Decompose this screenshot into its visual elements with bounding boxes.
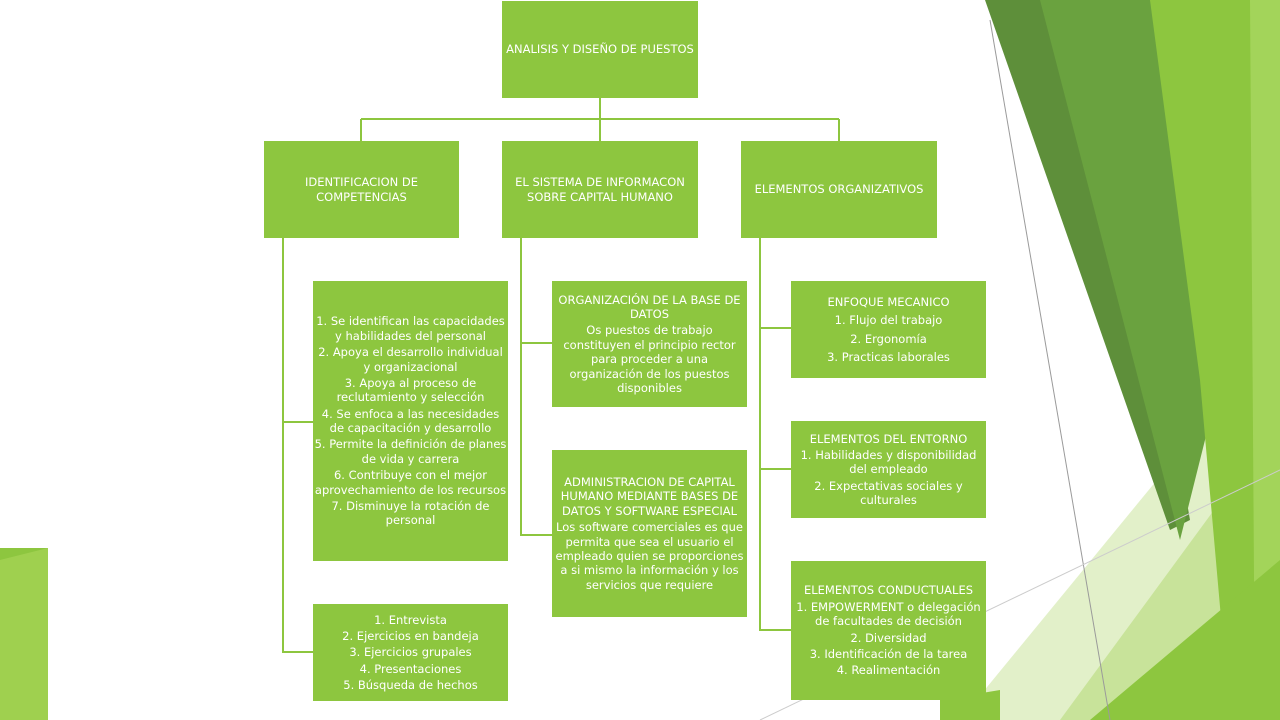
- competencias-item: 4. Se enfoca a las necesidades de capaci…: [321, 406, 500, 435]
- conductuales-item: 2. Diversidad: [850, 630, 927, 645]
- competencias-item: 1. Se identifican las capacidades y habi…: [316, 314, 505, 343]
- elementos-title: ELEMENTOS ORGANIZATIVOS: [754, 182, 924, 197]
- conductuales-item: 3. Identificación de la tarea: [809, 646, 968, 661]
- right-dark-stripe: [985, 0, 1190, 530]
- left-green-triangle: [0, 548, 48, 720]
- mecanico-item: 2. Ergonomía: [850, 331, 927, 346]
- right-bright-stripe: [1150, 0, 1280, 720]
- thin-diagonal-line: [989, 19, 1111, 720]
- entorno-item: 2. Expectativas sociales y culturales: [814, 478, 963, 508]
- competencias-item: 7. Disminuye la rotación de personal: [331, 498, 490, 528]
- administracion-title: ADMINISTRACION DE CAPITAL HUMANO MEDIANT…: [560, 475, 739, 518]
- administracion-text: Los software comerciales es que permita …: [555, 520, 744, 592]
- root-node: ANALISIS Y DISEÑO DE PUESTOS: [502, 1, 698, 98]
- method-item: 2. Ejercicios en bandeja: [342, 628, 479, 643]
- sistema-connector: [520, 238, 552, 536]
- entorno-item: 1. Habilidades y disponibilidad del empl…: [800, 447, 977, 477]
- elementos-node: ELEMENTOS ORGANIZATIVOS: [741, 141, 937, 238]
- competencias-connector: [282, 238, 313, 653]
- competencias-items-node: 1. Se identifican las capacidades y habi…: [313, 281, 508, 561]
- methods-node: 1. Entrevista 2. Ejercicios en bandeja 3…: [313, 604, 508, 701]
- competencias-item: 5. Permite la definición de planes de vi…: [314, 437, 507, 466]
- conductuales-item: 1. EMPOWERMENT o delegación de facultade…: [796, 599, 981, 629]
- entorno-node: ELEMENTOS DEL ENTORNO 1. Habilidades y d…: [791, 421, 986, 518]
- base-datos-node: ORGANIZACIÓN DE LA BASE DE DATOS Os pues…: [552, 281, 747, 407]
- conductuales-item: 4. Realimentación: [836, 663, 941, 678]
- mecanico-node: ENFOQUE MECANICO 1. Flujo del trabajo 2.…: [791, 281, 986, 378]
- sistema-node: EL SISTEMA DE INFORMACON SOBRE CAPITAL H…: [502, 141, 698, 238]
- entorno-title: ELEMENTOS DEL ENTORNO: [809, 431, 968, 446]
- mecanico-item: 1. Flujo del trabajo: [834, 313, 943, 328]
- right-bottom-wedge: [1090, 560, 1280, 720]
- root-connector: [360, 98, 840, 141]
- mecanico-item: 3. Practicas laborales: [827, 349, 950, 364]
- competencias-title: IDENTIFICACION DE COMPETENCIAS: [304, 175, 419, 204]
- base-datos-text: Os puestos de trabajo constituyen el pri…: [563, 323, 736, 395]
- competencias-node: IDENTIFICACION DE COMPETENCIAS: [264, 141, 459, 238]
- sistema-title: EL SISTEMA DE INFORMACON SOBRE CAPITAL H…: [515, 175, 685, 204]
- mecanico-title: ENFOQUE MECANICO: [827, 294, 950, 309]
- conductuales-title: ELEMENTOS CONDUCTUALES: [803, 583, 974, 598]
- root-title: ANALISIS Y DISEÑO DE PUESTOS: [506, 42, 694, 57]
- base-datos-title: ORGANIZACIÓN DE LA BASE DE DATOS: [558, 292, 741, 322]
- conductuales-node: ELEMENTOS CONDUCTUALES 1. EMPOWERMENT o …: [791, 561, 986, 700]
- right-lime-stripe: [1250, 0, 1280, 720]
- competencias-item: 3. Apoya al proceso de reclutamiento y s…: [336, 375, 485, 405]
- competencias-item: 2. Apoya el desarrollo individual y orga…: [318, 345, 503, 374]
- method-item: 3. Ejercicios grupales: [349, 645, 472, 660]
- elementos-connector: [759, 238, 791, 631]
- competencias-item: 6. Contribuye con el mejor aprovechamien…: [314, 468, 507, 497]
- method-item: 5. Búsqueda de hechos: [343, 678, 478, 693]
- method-item: 4. Presentaciones: [359, 661, 462, 676]
- method-item: 1. Entrevista: [374, 612, 447, 627]
- administracion-node: ADMINISTRACION DE CAPITAL HUMANO MEDIANT…: [552, 450, 747, 617]
